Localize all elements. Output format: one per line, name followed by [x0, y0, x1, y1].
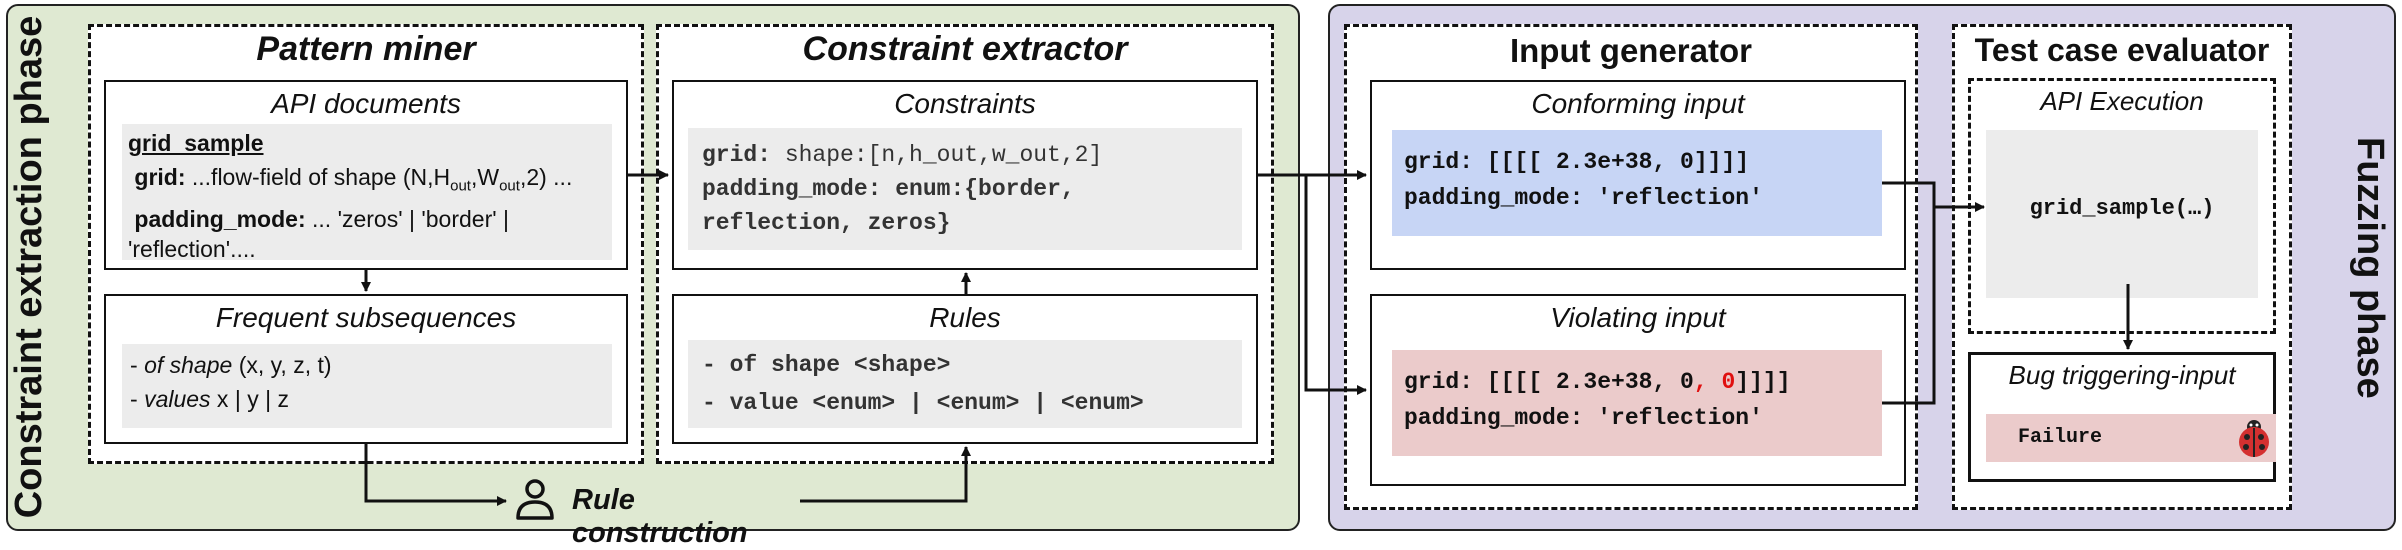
conforming-grid-value: [[[[ 2.3e+38, 0]]]]	[1473, 149, 1750, 175]
padding-param-label: padding_mode:	[134, 205, 306, 232]
api-name: grid_sample	[128, 130, 264, 156]
padding-doc-text-2: 'reflection'....	[128, 235, 256, 262]
conforming-input-content: grid: [[[[ 2.3e+38, 0]]]] padding_mode: …	[1392, 130, 1882, 236]
constraint-extractor-title: Constraint extractor	[802, 30, 1128, 68]
grid-param-label: grid:	[134, 164, 186, 190]
violating-padding-key: padding_mode:	[1404, 405, 1584, 431]
bug-triggering-input-title: Bug triggering-input	[2008, 360, 2236, 390]
arrow-rule-construction-to-rules	[800, 446, 971, 503]
padding-constraint-key: padding_mode:	[702, 176, 882, 202]
test-case-evaluator-title: Test case evaluator	[1974, 32, 2270, 68]
subsequence-item: - values x | y | z	[130, 386, 289, 412]
api-call-text: grid_sample(…)	[2029, 196, 2215, 221]
input-generator-title: Input generator	[1509, 32, 1752, 69]
frequent-subsequences-content: - of shape (x, y, z, t) - values x | y |…	[122, 344, 612, 428]
padding-constraint-value: enum:{border,	[881, 176, 1075, 202]
flow-arrows	[361, 170, 2133, 506]
grid-doc-sub-w: out	[499, 177, 520, 195]
grid-doc-sub-h: out	[450, 177, 471, 195]
violating-grid-value-end: ]]]]	[1735, 369, 1791, 395]
conforming-padding-key: padding_mode:	[1404, 185, 1584, 211]
padding-constraint-value-2: reflection, zeros}	[702, 210, 951, 236]
rules-content: - of shape <shape> - value <enum> | <enu…	[688, 340, 1242, 428]
violating-input-content: grid: [[[[ 2.3e+38, 0, 0]]]] padding_mod…	[1392, 350, 1882, 456]
constraints-title: Constraints	[894, 88, 1036, 119]
frequent-subsequences-title: Frequent subsequences	[215, 302, 517, 333]
failure-bar	[1986, 414, 2276, 462]
person-icon	[514, 478, 556, 522]
conforming-input-title: Conforming input	[1531, 88, 1745, 119]
pattern-miner-title: Pattern miner	[256, 30, 476, 68]
grid-doc-text-mid: ,W	[470, 164, 500, 190]
rule-item: - value <enum> | <enum> | <enum>	[702, 390, 1144, 416]
arrow-violating-to-execution	[1882, 207, 1936, 405]
violating-grid-value: [[[[ 2.3e+38, 0	[1473, 369, 1694, 395]
api-documents-content: grid_sample grid: ...flow-field of shape…	[122, 124, 612, 262]
violating-extra-value: 0	[1707, 369, 1736, 395]
padding-doc-text: ... 'zeros' | 'border' |	[305, 205, 509, 232]
grid-doc-text: ...flow-field of shape (N,H	[185, 164, 451, 190]
conforming-grid-key: grid:	[1404, 149, 1474, 175]
api-execution-title: API Execution	[2040, 86, 2204, 116]
grid-constraint-key: grid:	[702, 142, 772, 168]
api-documents-title: API documents	[271, 88, 461, 119]
arrow-subsequences-to-rule-construction	[364, 444, 507, 506]
rule-item: - of shape <shape>	[702, 352, 951, 378]
ladybug-icon	[2232, 416, 2276, 460]
violating-padding-value: 'reflection'	[1583, 405, 1763, 431]
violating-extra-comma: ,	[1693, 369, 1708, 395]
rules-title: Rules	[929, 302, 1001, 333]
violating-input-title: Violating input	[1550, 302, 1726, 333]
constraints-content: grid: shape:[n,h_out,w_out,2] padding_mo…	[688, 128, 1242, 250]
failure-text: Failure	[2018, 426, 2103, 449]
grid-constraint-value: shape:[n,h_out,w_out,2]	[771, 142, 1103, 168]
arrow-conforming-to-execution	[1882, 181, 1985, 212]
grid-doc-text-post: ,2) ...	[519, 164, 573, 190]
arrow-constraints-to-violating	[1304, 175, 1367, 395]
api-execution-content	[1986, 130, 2258, 298]
conforming-padding-value: 'reflection'	[1583, 185, 1763, 211]
subsequence-item: - of shape (x, y, z, t)	[130, 352, 332, 378]
violating-grid-key: grid:	[1404, 369, 1474, 395]
